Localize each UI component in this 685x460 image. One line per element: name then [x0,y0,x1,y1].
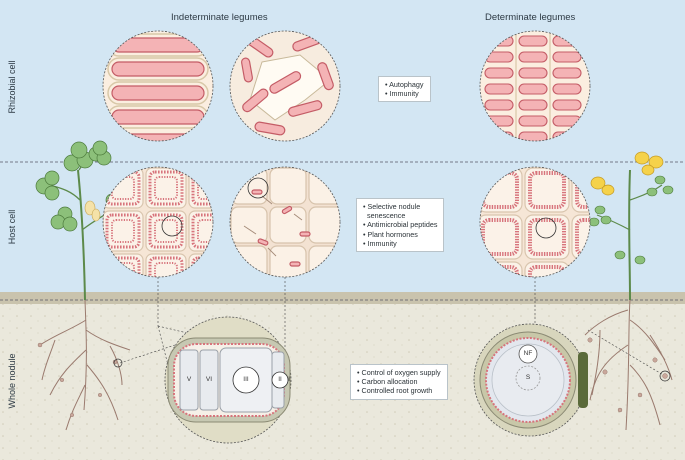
circle-senescing-rhizobial [230,31,340,141]
column-title-indeterminate: Indeterminate legumes [171,12,268,23]
rhizobial-item: • Autophagy [385,80,424,89]
zone-label-s: S [525,374,531,381]
zone-label-v: V [186,376,192,383]
nodule-processes-box: • Control of oxygen supply • Carbon allo… [350,364,448,400]
host-item: • Plant hormones [363,229,418,239]
row-title-host: Host cell [7,209,17,245]
nodule-item: • Carbon allocation [357,377,418,387]
zone-label-vi: VI [205,376,213,383]
zone-label-iii: III [243,376,249,383]
nodule-item: • Control of oxygen supply [357,368,441,377]
host-item: • Selective nodule [363,202,421,211]
lotus-plant [584,151,674,431]
rhizobial-item: • Immunity [385,89,419,99]
zone-label-i: I [288,376,290,383]
circle-determinate-rhizobial [480,31,590,141]
determinate-nodule [473,323,588,437]
host-processes-box: • Selective nodule senescence • Antimicr… [356,198,445,253]
indeterminate-nodule [164,316,292,444]
row-title-rhizobial: Rhizobial cell [7,60,17,114]
host-item: • Immunity [363,238,397,248]
soil-surface [0,292,685,306]
zone-label-nf: NF [523,350,533,357]
row-title-nodule: Whole nodule [7,353,17,409]
circle-indeterminate-rhizobial [103,31,213,141]
nodule-item: • Controlled root growth [357,386,433,396]
zone-label-ii: II [278,376,282,383]
rhizobial-processes-box: • Autophagy • Immunity [378,76,431,103]
host-item: senescence [363,211,406,221]
column-title-determinate: Determinate legumes [485,12,576,23]
host-item: • Antimicrobial peptides [363,220,438,230]
